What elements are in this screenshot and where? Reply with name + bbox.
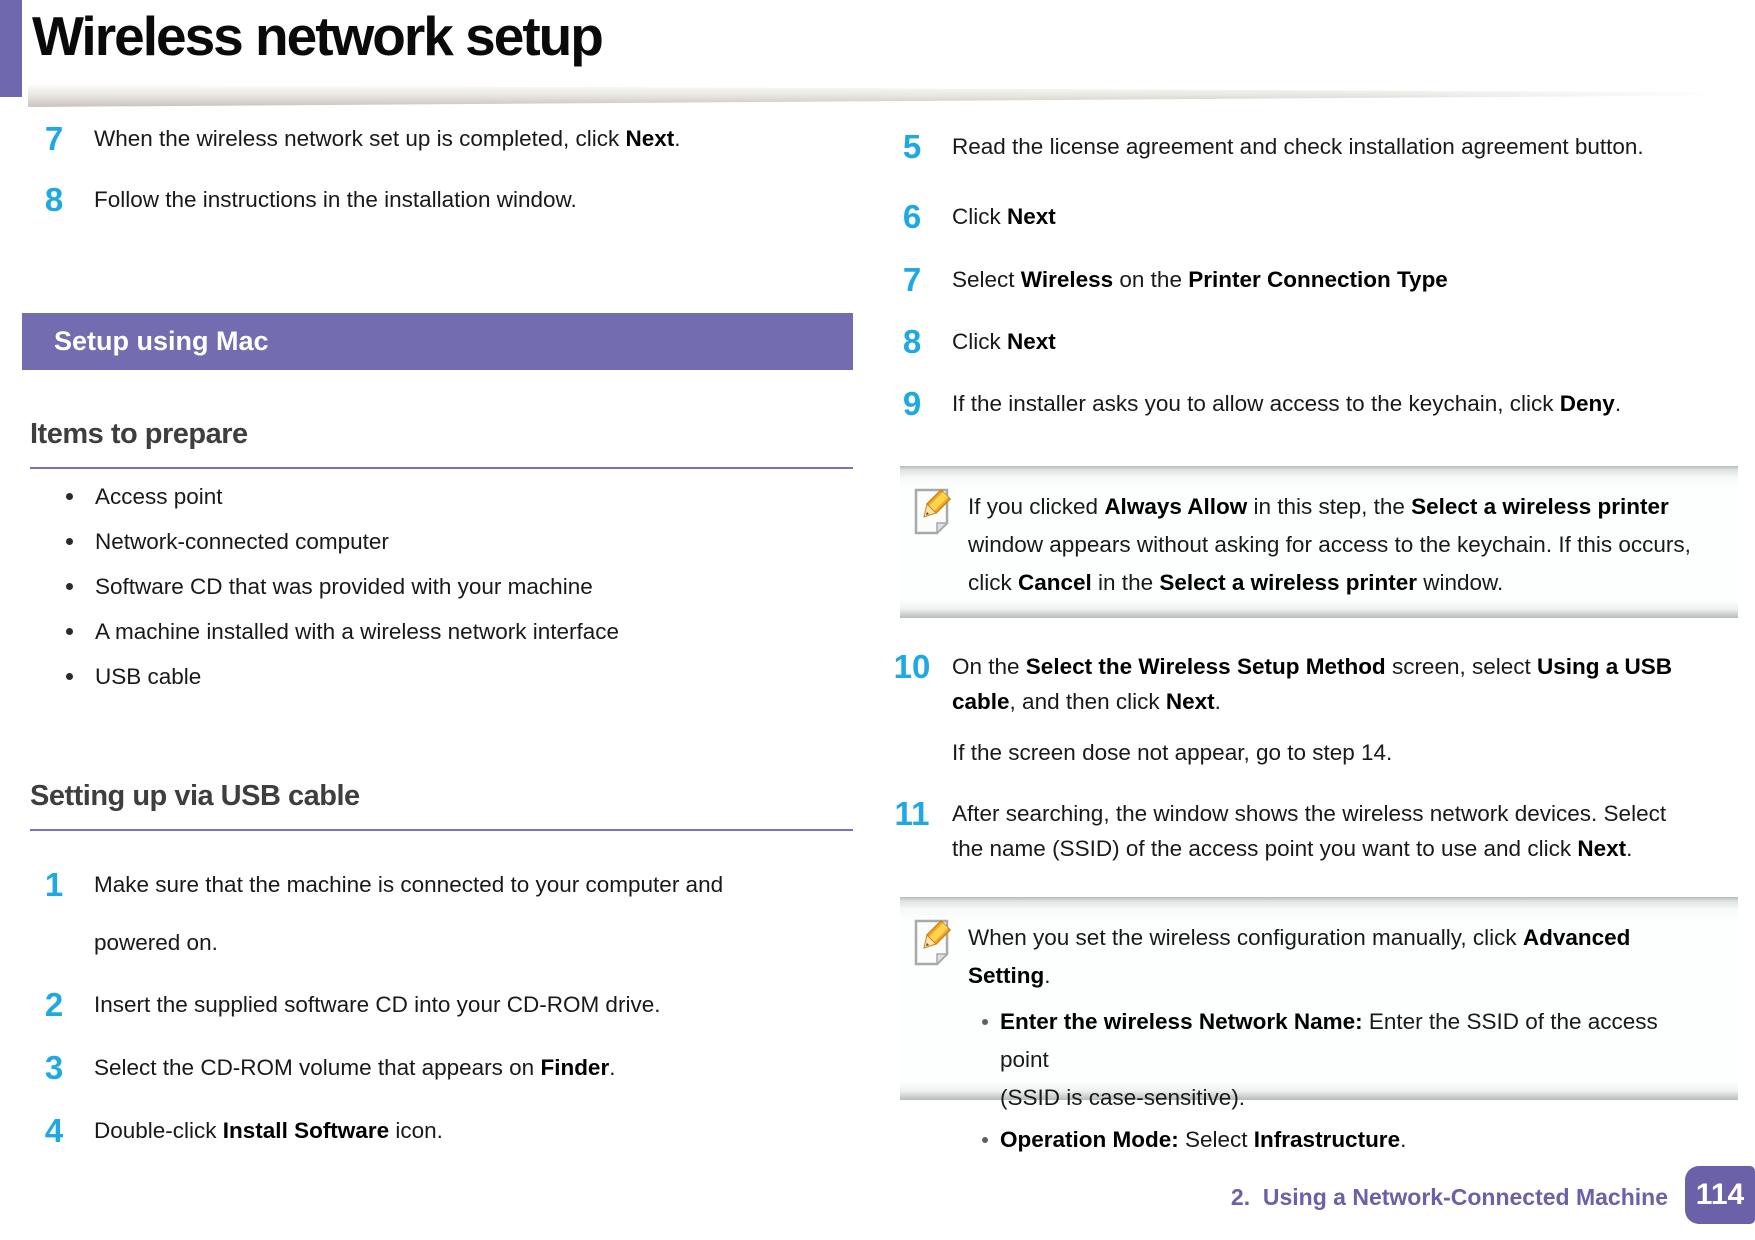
- note-pencil-icon: [914, 488, 952, 535]
- list-item: Enter the wireless Network Name: Enter t…: [982, 1003, 1710, 1117]
- note-pencil-icon: [914, 919, 952, 966]
- step-text: Select the CD-ROM volume that appears on…: [94, 1055, 616, 1080]
- step-number: 7: [44, 120, 64, 157]
- step-number: 3: [44, 1049, 64, 1086]
- step-text: Click Next: [952, 329, 1056, 354]
- step-5: 5 Read the license agreement and check i…: [888, 130, 1700, 164]
- list-item: Network-connected computer: [64, 519, 619, 564]
- page-title: Wireless network setup: [32, 5, 604, 67]
- step-text-extra: If the screen dose not appear, go to ste…: [952, 740, 1393, 765]
- step-1: 1 Make sure that the machine is connecte…: [34, 868, 794, 960]
- step-text: After searching, the window shows the wi…: [952, 801, 1667, 861]
- step-6: 6 Click Next: [888, 200, 1700, 234]
- note-intro: When you set the wireless configuration …: [968, 925, 1631, 988]
- step-number: 9: [902, 385, 922, 422]
- step-text: When the wireless network set up is comp…: [94, 126, 681, 151]
- step-text-main: On the Select the Wireless Setup Method …: [952, 654, 1673, 714]
- step-2: 2 Insert the supplied software CD into y…: [34, 988, 794, 1022]
- list-item: Operation Mode: Select Infrastructure.: [982, 1121, 1710, 1159]
- step-number: 8: [44, 181, 64, 218]
- step-number: 11: [894, 795, 930, 832]
- step-text: Follow the instructions in the installat…: [94, 187, 577, 212]
- note-box-advanced-setting: When you set the wireless configuration …: [900, 897, 1738, 1152]
- step-7: 7 When the wireless network set up is co…: [34, 122, 794, 156]
- footer-chapter-label: 2. Using a Network-Connected Machine: [1230, 1184, 1668, 1210]
- list-item: Software CD that was provided with your …: [64, 564, 619, 609]
- list-item: A machine installed with a wireless netw…: [64, 609, 619, 654]
- page-number-badge: 114: [1685, 1166, 1755, 1224]
- items-to-prepare-list: Access point Network-connected computer …: [64, 474, 619, 699]
- section-banner-label: Setup using Mac: [54, 326, 269, 356]
- step-number: 10: [893, 648, 931, 685]
- section-heading-items-to-prepare: Items to prepare: [30, 418, 853, 469]
- step-number: 6: [902, 198, 922, 235]
- step-number: 2: [44, 986, 64, 1023]
- note-box-keychain: If you clicked Always Allow in this step…: [900, 466, 1738, 618]
- step-9: 9 If the installer asks you to allow acc…: [888, 387, 1700, 421]
- note-bullet-list: Enter the wireless Network Name: Enter t…: [968, 1003, 1710, 1159]
- section-banner-setup-using-mac: Setup using Mac: [22, 313, 853, 370]
- step-8-right: 8 Click Next: [888, 325, 1700, 359]
- step-number: 8: [902, 323, 922, 360]
- step-text: Insert the supplied software CD into you…: [94, 992, 661, 1017]
- step-4: 4 Double-click Install Software icon.: [34, 1114, 794, 1148]
- step-text: If the installer asks you to allow acces…: [952, 391, 1622, 416]
- step-number: 5: [902, 128, 922, 165]
- note-text: When you set the wireless configuration …: [968, 919, 1710, 1159]
- step-10: 10 On the Select the Wireless Setup Meth…: [888, 650, 1700, 770]
- step-text: Make sure that the machine is connected …: [94, 872, 724, 955]
- step-number: 1: [44, 866, 64, 903]
- step-text: Read the license agreement and check ins…: [952, 134, 1644, 159]
- list-item: USB cable: [64, 654, 619, 699]
- step-text: Double-click Install Software icon.: [94, 1118, 443, 1143]
- step-3: 3 Select the CD-ROM volume that appears …: [34, 1051, 794, 1085]
- step-8: 8 Follow the instructions in the install…: [34, 183, 794, 217]
- step-text: Select Wireless on the Printer Connectio…: [952, 267, 1448, 292]
- chapter-accent-bar: [0, 0, 22, 97]
- step-number: 7: [902, 261, 922, 298]
- note-text: If you clicked Always Allow in this step…: [968, 494, 1691, 595]
- step-number: 4: [44, 1112, 64, 1149]
- title-underline-swoosh: [28, 84, 1704, 107]
- list-item: Access point: [64, 474, 619, 519]
- step-text: Click Next: [952, 204, 1056, 229]
- section-heading-usb-cable: Setting up via USB cable: [30, 780, 853, 831]
- step-text: On the Select the Wireless Setup Method …: [952, 650, 1672, 770]
- step-7-right: 7 Select Wireless on the Printer Connect…: [888, 263, 1700, 297]
- step-11: 11 After searching, the window shows the…: [888, 797, 1700, 866]
